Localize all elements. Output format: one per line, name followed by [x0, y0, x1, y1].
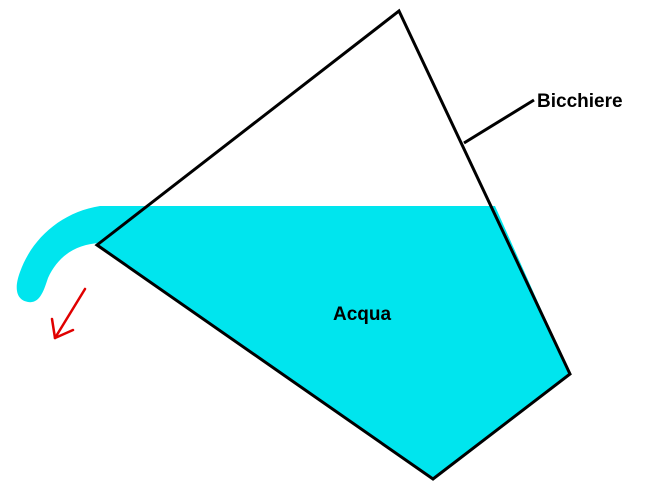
water-label: Acqua — [333, 304, 392, 325]
water-stream — [16, 206, 161, 303]
glass-label-leader — [463, 98, 535, 145]
glass-outline — [94, 8, 572, 481]
glass-label: Bicchiere — [537, 91, 623, 112]
water-body — [97, 206, 570, 479]
flow-arrow-icon — [50, 287, 87, 340]
